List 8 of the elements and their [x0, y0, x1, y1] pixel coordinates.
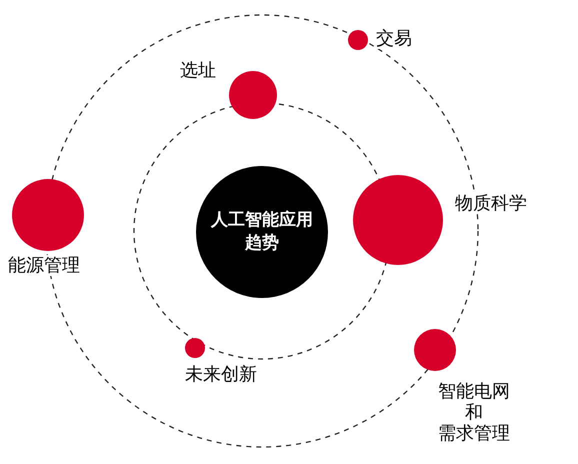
node-label: 交易	[376, 28, 412, 50]
node-label: 物质科学	[455, 193, 527, 214]
node-label: 智能电网	[438, 381, 510, 402]
center-label: 人工智能应用趋势	[210, 209, 314, 254]
node-label: 能源管理	[8, 255, 80, 276]
node-label: 选址	[180, 60, 216, 82]
node-label: 和	[465, 402, 483, 424]
node-label: 未来创新	[185, 364, 257, 386]
